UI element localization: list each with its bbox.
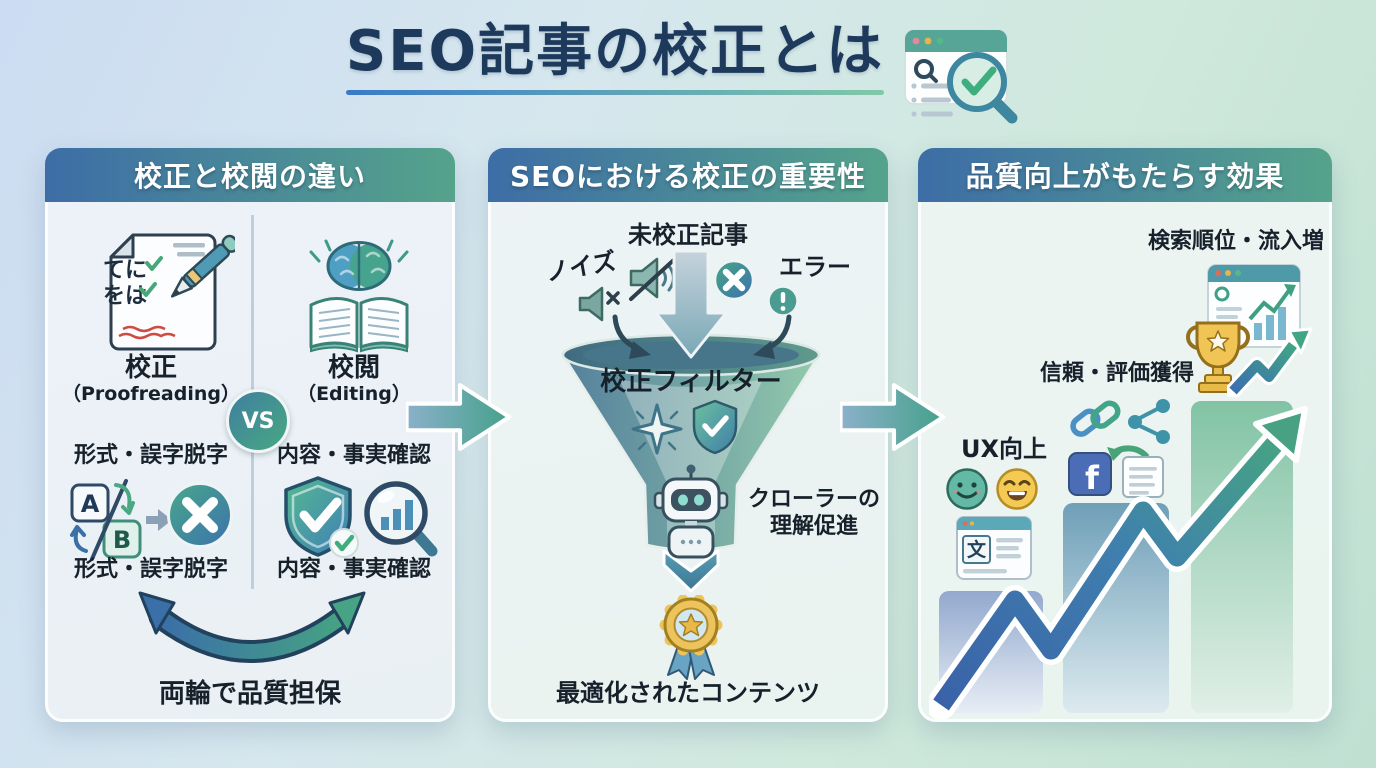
curve-arrow-left-icon [612, 314, 651, 359]
svg-text:てに: てに [103, 258, 147, 283]
crawler-label: クローラーの 理解促進 [747, 487, 880, 539]
panel-proofread-vs-edit: 校正と校閲の違い てに をは [45, 148, 455, 722]
shield-small-icon [692, 399, 738, 455]
svg-text:A: A [81, 490, 100, 518]
proofreading-filter-label: 校正フィルター [600, 367, 782, 397]
panel-seo-importance: SEOにおける校正の重要性 未校正記事 ノイズ エラー [488, 148, 888, 722]
editing-name-en: （Editing） [297, 383, 411, 405]
error-label: エラー [779, 253, 851, 281]
trust-label: 信頼・評価獲得 [1039, 361, 1194, 386]
shield-check-icon [284, 476, 359, 558]
error-x-icon [167, 482, 233, 548]
editing-scope-bottom: 内容・事実確認 [276, 557, 431, 582]
browser-text-icon: 文 [956, 516, 1032, 580]
down-arrow-big-icon [654, 249, 728, 359]
curve-arrow-right-icon [753, 314, 792, 359]
share-icon [1128, 399, 1170, 444]
proofreading-scope-bottom: 形式・誤字脱字 [73, 557, 228, 582]
right-arrow-icon [146, 509, 172, 531]
growth-arrow-small-icon [1227, 327, 1313, 397]
panel-quality-effects: 品質向上がもたらす効果 検索順位・流入増 [918, 148, 1332, 722]
brain-book-icon [309, 239, 409, 353]
facebook-share-icon: f [1068, 445, 1164, 498]
optimized-content-label: 最適化されたコンテンツ [556, 679, 820, 707]
uncorrected-article-label: 未校正記事 [628, 221, 748, 249]
smiley-laugh-icon [996, 468, 1038, 510]
document-pen-icon: てに をは [103, 233, 235, 351]
panel1-header: 校正と校閲の違い [45, 148, 455, 202]
panel-arrow-1-icon [406, 383, 512, 451]
search-rank-label: 検索順位・流入増 [1147, 229, 1324, 254]
exclamation-icon [767, 285, 799, 317]
title-underline [345, 90, 885, 95]
speaker-x-icon [578, 286, 620, 322]
proofreading-name: 校正 [124, 353, 177, 383]
panel-arrow-2-icon [840, 383, 946, 451]
svg-text:f: f [1085, 459, 1100, 497]
robot-icon [653, 464, 729, 559]
proofreading-name-en: （Proofreading） [62, 383, 240, 405]
link-icon [1070, 400, 1121, 437]
panel3-header: 品質向上がもたらす効果 [918, 148, 1332, 202]
editing-scope-top: 内容・事実確認 [276, 443, 431, 468]
down-chevron-icon [662, 549, 720, 593]
vs-badge: VS [226, 389, 290, 453]
browser-search-check-icon [904, 29, 1018, 124]
panel1-footer: 両輪で品質担保 [158, 679, 341, 709]
editing-name: 校閲 [327, 353, 380, 383]
svg-text:文: 文 [967, 538, 987, 561]
magnifier-chart-icon [364, 481, 438, 557]
two-way-arrow-icon [138, 591, 366, 663]
sparkle-icon [631, 403, 683, 455]
smiley-teal-icon [946, 468, 988, 510]
proofreading-scope-top: 形式・誤字脱字 [73, 443, 228, 468]
panel2-header: SEOにおける校正の重要性 [488, 148, 888, 202]
ab-compare-icon: A B [70, 479, 142, 561]
growth-arrow-big-icon [929, 406, 1308, 720]
title-wrap: SEO記事の校正とは [345, 19, 885, 95]
page-title: SEO記事の校正とは [345, 19, 885, 84]
x-circle-icon [713, 259, 755, 301]
svg-text:B: B [113, 526, 131, 554]
speaker-muted-icon [629, 255, 679, 301]
ux-label: UX向上 [961, 435, 1047, 463]
title-block: SEO記事の校正とは [0, 24, 1376, 132]
medal-icon [659, 595, 723, 680]
